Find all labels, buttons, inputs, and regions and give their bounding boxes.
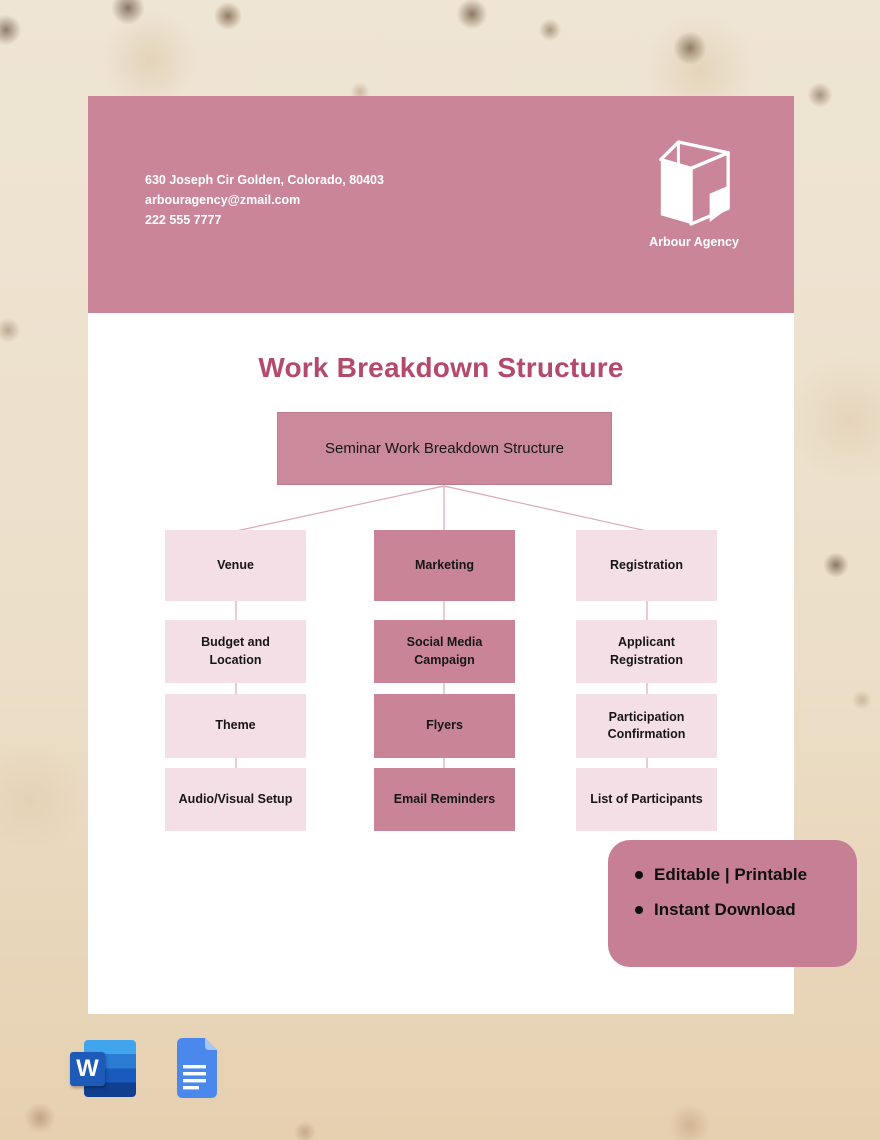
- wbs-label: Budget and Location: [201, 635, 270, 667]
- wbs-box-venue: Venue: [165, 530, 306, 601]
- document-page: 630 Joseph Cir Golden, Colorado, 80403 a…: [88, 96, 794, 1014]
- wbs-root-label: Seminar Work Breakdown Structure: [325, 440, 564, 457]
- wbs-box-email-reminders: Email Reminders: [374, 768, 515, 831]
- wbs-label: Marketing: [414, 557, 475, 572]
- wbs-box-participation-confirmation: Participation Confirmation: [576, 694, 717, 758]
- phone-line: 222 555 7777: [145, 213, 222, 227]
- wbs-label: Social Media Campaign: [406, 635, 483, 667]
- address-line: 630 Joseph Cir Golden, Colorado, 80403: [145, 173, 384, 187]
- wbs-box-flyers: Flyers: [374, 694, 515, 758]
- contact-info: 630 Joseph Cir Golden, Colorado, 80403 a…: [145, 170, 384, 230]
- badge-item-instant-download: Instant Download: [635, 900, 857, 920]
- page-title: Work Breakdown Structure: [258, 352, 624, 383]
- wbs-label: Email Reminders: [393, 791, 496, 806]
- bullet-icon: [635, 871, 643, 879]
- brand-name: Arbour Agency: [649, 235, 739, 249]
- microsoft-word-icon[interactable]: W: [70, 1038, 136, 1100]
- wbs-box-theme: Theme: [165, 694, 306, 758]
- wbs-box-audio-visual-setup: Audio/Visual Setup: [165, 768, 306, 831]
- word-letter: W: [76, 1055, 99, 1082]
- feature-badge: Editable | Printable Instant Download: [608, 840, 857, 967]
- badge-item-label: Instant Download: [654, 900, 796, 919]
- company-logo: Arbour Agency: [640, 138, 748, 249]
- wbs-label: Participation Confirmation: [607, 709, 686, 742]
- wbs-label: Flyers: [426, 718, 463, 733]
- wbs-label: Applicant Registration: [610, 635, 683, 667]
- badge-item-label: Editable | Printable: [654, 865, 808, 884]
- cube-logo-icon: [640, 138, 748, 228]
- wbs-label: Audio/Visual Setup: [178, 791, 293, 806]
- badge-item-editable-printable: Editable | Printable: [635, 865, 857, 885]
- letterhead: 630 Joseph Cir Golden, Colorado, 80403 a…: [88, 96, 794, 313]
- bullet-icon: [635, 906, 643, 914]
- wbs-label: Theme: [215, 718, 256, 733]
- wbs-box-social-media-campaign: Social Media Campaign: [374, 620, 515, 683]
- wbs-box-list-of-participants: List of Participants: [576, 768, 717, 831]
- wbs-box-marketing: Marketing: [374, 530, 515, 601]
- wbs-box-budget-and-location: Budget and Location: [165, 620, 306, 683]
- wbs-label: Venue: [217, 557, 254, 572]
- wbs-root-box: Seminar Work Breakdown Structure: [277, 412, 612, 485]
- wbs-box-applicant-registration: Applicant Registration: [576, 620, 717, 683]
- google-docs-icon[interactable]: [171, 1038, 217, 1098]
- email-line: arbouragency@zmail.com: [145, 193, 301, 207]
- wbs-label: Registration: [610, 557, 683, 572]
- wbs-box-registration: Registration: [576, 530, 717, 601]
- wbs-label: List of Participants: [590, 791, 703, 806]
- word-letter-tile: W: [70, 1052, 105, 1086]
